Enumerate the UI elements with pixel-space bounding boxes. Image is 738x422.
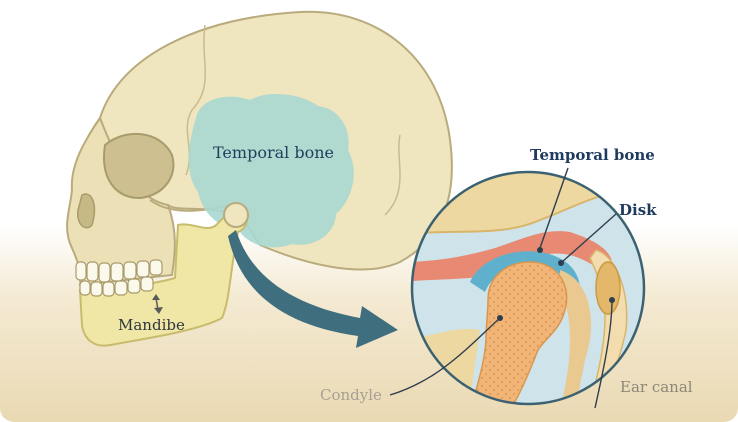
- condyle-label: Condyle: [320, 386, 382, 404]
- mandible: [78, 208, 248, 347]
- mandible-label: Mandibe: [118, 316, 185, 334]
- disk-label: Disk: [619, 201, 657, 219]
- ear-canal-label: Ear canal: [620, 378, 693, 396]
- leader-lines: [389, 167, 617, 409]
- disk: [470, 251, 580, 292]
- temporal-bone-inset-label: Temporal bone: [530, 146, 655, 164]
- lower-teeth: [79, 276, 154, 297]
- temporal-bone-region: [188, 94, 354, 248]
- temporal-bone-label: Temporal bone: [213, 143, 334, 162]
- eye-socket: [103, 132, 175, 200]
- zoom-arrow: [228, 230, 398, 348]
- ear-canal: [595, 261, 621, 315]
- nasal-cavity: [77, 193, 96, 229]
